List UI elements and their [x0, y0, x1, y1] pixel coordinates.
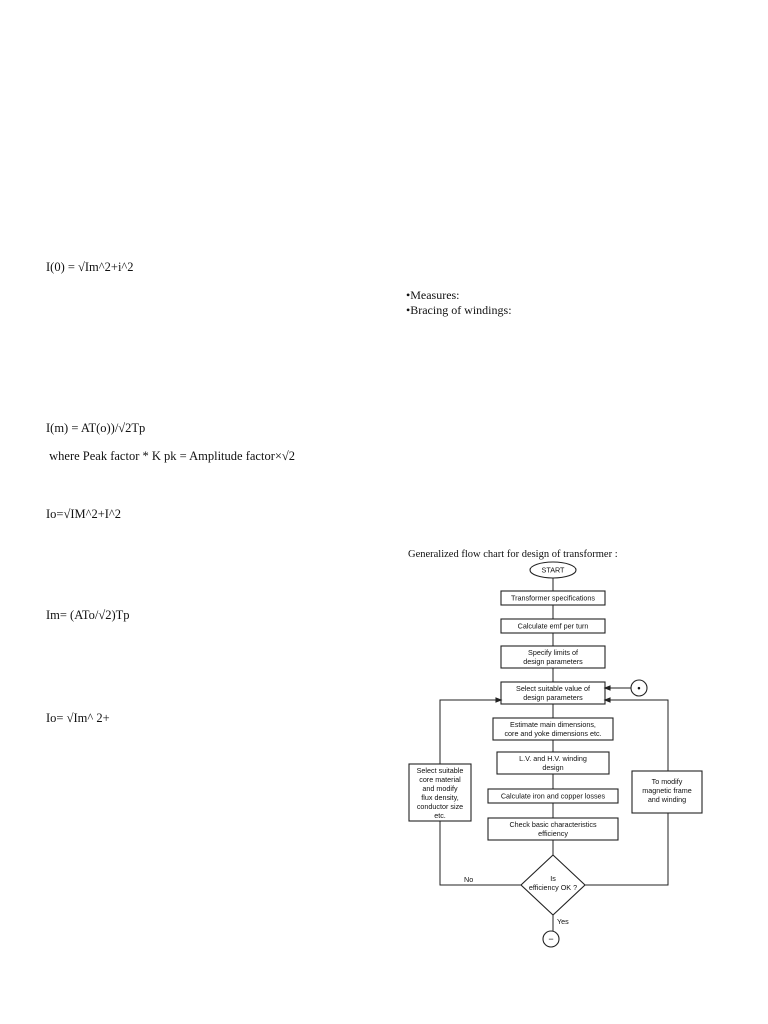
step-label: L.V. and H.V. winding — [519, 754, 587, 763]
step-label: design parameters — [523, 657, 583, 666]
left-box-label: flux density, — [421, 793, 458, 802]
right-modify-box — [631, 770, 703, 814]
left-box-label: and modify — [422, 784, 458, 793]
right-loop-return — [605, 699, 669, 771]
step-label: core and yoke dimensions etc. — [504, 729, 601, 738]
step-label: Select suitable value of — [516, 684, 590, 693]
left-modify-box — [408, 763, 472, 822]
decision-label: efficiency OK ? — [529, 883, 577, 892]
step-label: design — [542, 763, 563, 772]
step-label: efficiency — [538, 829, 568, 838]
right-box-label: and winding — [648, 795, 686, 804]
right-box-label: To modify — [652, 777, 683, 786]
end-circle — [542, 930, 560, 948]
right-branch-line — [585, 813, 669, 886]
formula-im: I(m) = AT(o))/√2Tp — [46, 421, 146, 435]
step-label: Check basic characteristics — [509, 820, 596, 829]
formula-io-uppercase: Io=√IM^2+I^2 — [46, 507, 122, 521]
arrowhead — [603, 697, 611, 703]
flowchart-title: Generalized flow chart for design of tra… — [408, 549, 618, 560]
note-bracing: •Bracing of windings: — [406, 303, 512, 317]
left-box-label: conductor size — [417, 802, 463, 811]
start-label: START — [542, 566, 566, 575]
note-measures: •Measures: — [406, 288, 460, 302]
decision-label: Is — [550, 874, 556, 883]
connector-circle — [630, 679, 648, 697]
arrowhead — [603, 685, 611, 691]
no-loop-return — [439, 699, 501, 764]
connector-symbol: • — [637, 683, 640, 693]
end-symbol: − — [548, 934, 553, 944]
formula-i0: I(0) = √Im^2+i^2 — [46, 260, 134, 274]
step-label: design parameters — [523, 693, 583, 702]
yes-label: Yes — [557, 917, 569, 926]
formula-io-partial: Io= √Im^ 2+ — [46, 711, 110, 725]
step-label: Calculate emf per turn — [518, 622, 589, 631]
side-notes: •Measures: •Bracing of windings: — [406, 288, 512, 318]
no-branch-line — [439, 821, 521, 886]
step-label: Calculate iron and copper losses — [501, 792, 606, 801]
left-box-label: core material — [419, 775, 461, 784]
flowchart: START Transformer specifications Calcula… — [408, 561, 703, 948]
step-label: Specify limits of — [528, 648, 578, 657]
formula-peak-factor: where Peak factor * K pk = Amplitude fac… — [46, 449, 296, 463]
no-label: No — [464, 875, 473, 884]
formula-im-ato: Im= (ATo/√2)Tp — [46, 608, 130, 622]
step-label: Transformer specifications — [511, 594, 595, 603]
left-box-label: Select suitable — [417, 766, 464, 775]
step-label: Estimate main dimensions, — [510, 720, 596, 729]
arrowhead — [495, 697, 503, 703]
right-box-label: magnetic frame — [642, 786, 692, 795]
left-box-label: etc. — [434, 811, 446, 820]
